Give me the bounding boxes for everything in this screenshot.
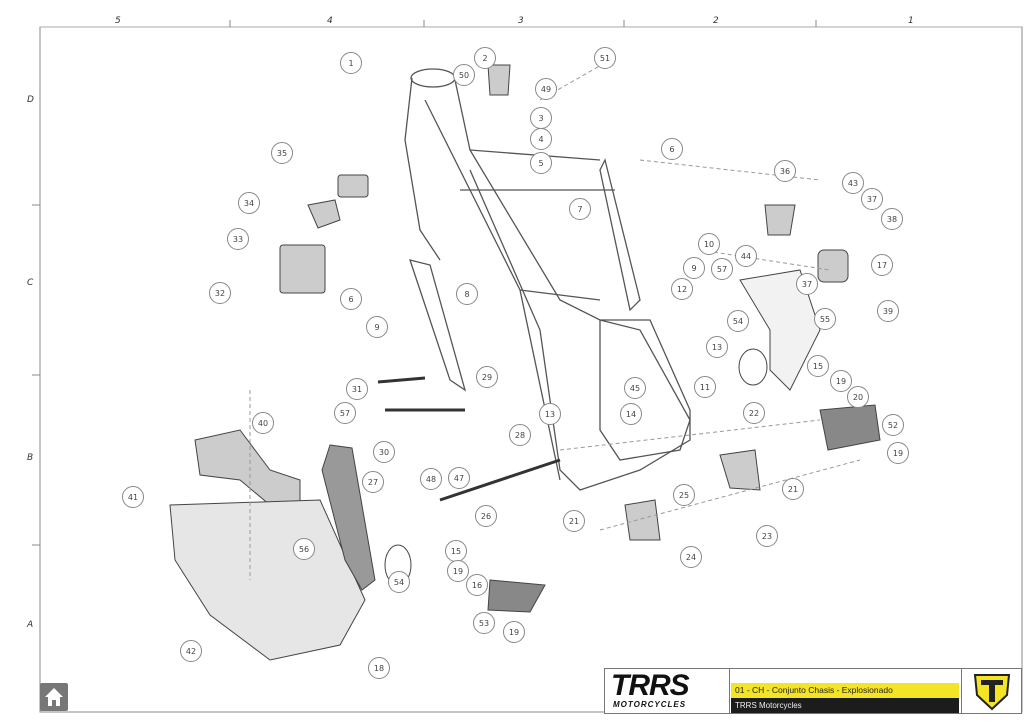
part-callout: 54 <box>388 571 410 593</box>
part-callout: 5 <box>530 152 552 174</box>
part-callout: 50 <box>453 64 475 86</box>
part-callout: 30 <box>373 441 395 463</box>
part-callout: 52 <box>882 414 904 436</box>
trrs-logo: TRRS MOTORCYCLES <box>605 669 730 713</box>
part-callout: 41 <box>122 486 144 508</box>
part-callout: 35 <box>271 142 293 164</box>
part-callout: 4 <box>530 128 552 150</box>
part-callout: 55 <box>814 308 836 330</box>
drawing-title: 01 - CH - Conjunto Chasis - Explosionado <box>731 683 959 698</box>
part-callout: 19 <box>830 370 852 392</box>
part-callout: 17 <box>871 254 893 276</box>
part-callout: 23 <box>756 525 778 547</box>
part-callout: 19 <box>887 442 909 464</box>
column-label: 5 <box>115 16 121 26</box>
row-label: D <box>27 95 34 105</box>
part-callout: 1 <box>340 52 362 74</box>
part-callout: 9 <box>366 316 388 338</box>
part-callout: 34 <box>238 192 260 214</box>
part-callout: 19 <box>447 560 469 582</box>
part-callout: 42 <box>180 640 202 662</box>
part-callout: 7 <box>569 198 591 220</box>
part-callout: 32 <box>209 282 231 304</box>
part-callout: 38 <box>881 208 903 230</box>
company-name: TRRS Motorcycles <box>731 698 959 713</box>
home-button[interactable] <box>40 683 68 711</box>
part-callout: 21 <box>563 510 585 532</box>
part-callout: 15 <box>445 540 467 562</box>
part-callout: 51 <box>594 47 616 69</box>
part-callout: 13 <box>706 336 728 358</box>
part-callout: 2 <box>474 47 496 69</box>
part-callout: 11 <box>694 376 716 398</box>
part-callout: 21 <box>782 478 804 500</box>
column-label: 2 <box>713 16 719 26</box>
part-callout: 15 <box>807 355 829 377</box>
row-label: B <box>27 453 34 463</box>
part-callout: 18 <box>368 657 390 679</box>
part-callout: 22 <box>743 402 765 424</box>
part-callout: 57 <box>711 258 733 280</box>
part-callout: 36 <box>774 160 796 182</box>
part-callout: 40 <box>252 412 274 434</box>
part-callout: 43 <box>842 172 864 194</box>
part-callout: 56 <box>293 538 315 560</box>
part-callout: 39 <box>877 300 899 322</box>
part-callout: 24 <box>680 546 702 568</box>
part-callout: 6 <box>340 288 362 310</box>
part-callout: 12 <box>671 278 693 300</box>
part-callout: 45 <box>624 377 646 399</box>
row-label: A <box>27 620 34 630</box>
part-callout: 49 <box>535 78 557 100</box>
shield-logo-icon <box>961 669 1022 713</box>
part-callout: 19 <box>503 621 525 643</box>
part-callout: 33 <box>227 228 249 250</box>
part-callout: 31 <box>346 378 368 400</box>
part-callout: 44 <box>735 245 757 267</box>
part-callout: 28 <box>509 424 531 446</box>
part-callout: 48 <box>420 468 442 490</box>
part-callout: 37 <box>861 188 883 210</box>
part-callout: 9 <box>683 257 705 279</box>
part-callout: 13 <box>539 403 561 425</box>
part-callout: 27 <box>362 471 384 493</box>
part-callout: 53 <box>473 612 495 634</box>
part-callout: 8 <box>456 283 478 305</box>
part-callout: 26 <box>475 505 497 527</box>
title-block: TRRS MOTORCYCLES 01 - CH - Conjunto Chas… <box>604 668 1022 714</box>
part-callout: 57 <box>334 402 356 424</box>
part-callout: 54 <box>727 310 749 332</box>
column-label: 1 <box>908 16 914 26</box>
part-callout: 14 <box>620 403 642 425</box>
part-callout: 16 <box>466 574 488 596</box>
part-callout: 3 <box>530 107 552 129</box>
part-callout: 10 <box>698 233 720 255</box>
part-callout: 37 <box>796 273 818 295</box>
part-callout: 20 <box>847 386 869 408</box>
part-callout: 29 <box>476 366 498 388</box>
logo-main: TRRS <box>611 669 690 702</box>
column-label: 4 <box>327 16 333 26</box>
part-callout: 47 <box>448 467 470 489</box>
row-label: C <box>27 278 34 288</box>
logo-sub: MOTORCYCLES <box>613 700 687 709</box>
part-callout: 25 <box>673 484 695 506</box>
part-callout: 6 <box>661 138 683 160</box>
column-label: 3 <box>518 16 524 26</box>
home-icon <box>45 688 63 706</box>
